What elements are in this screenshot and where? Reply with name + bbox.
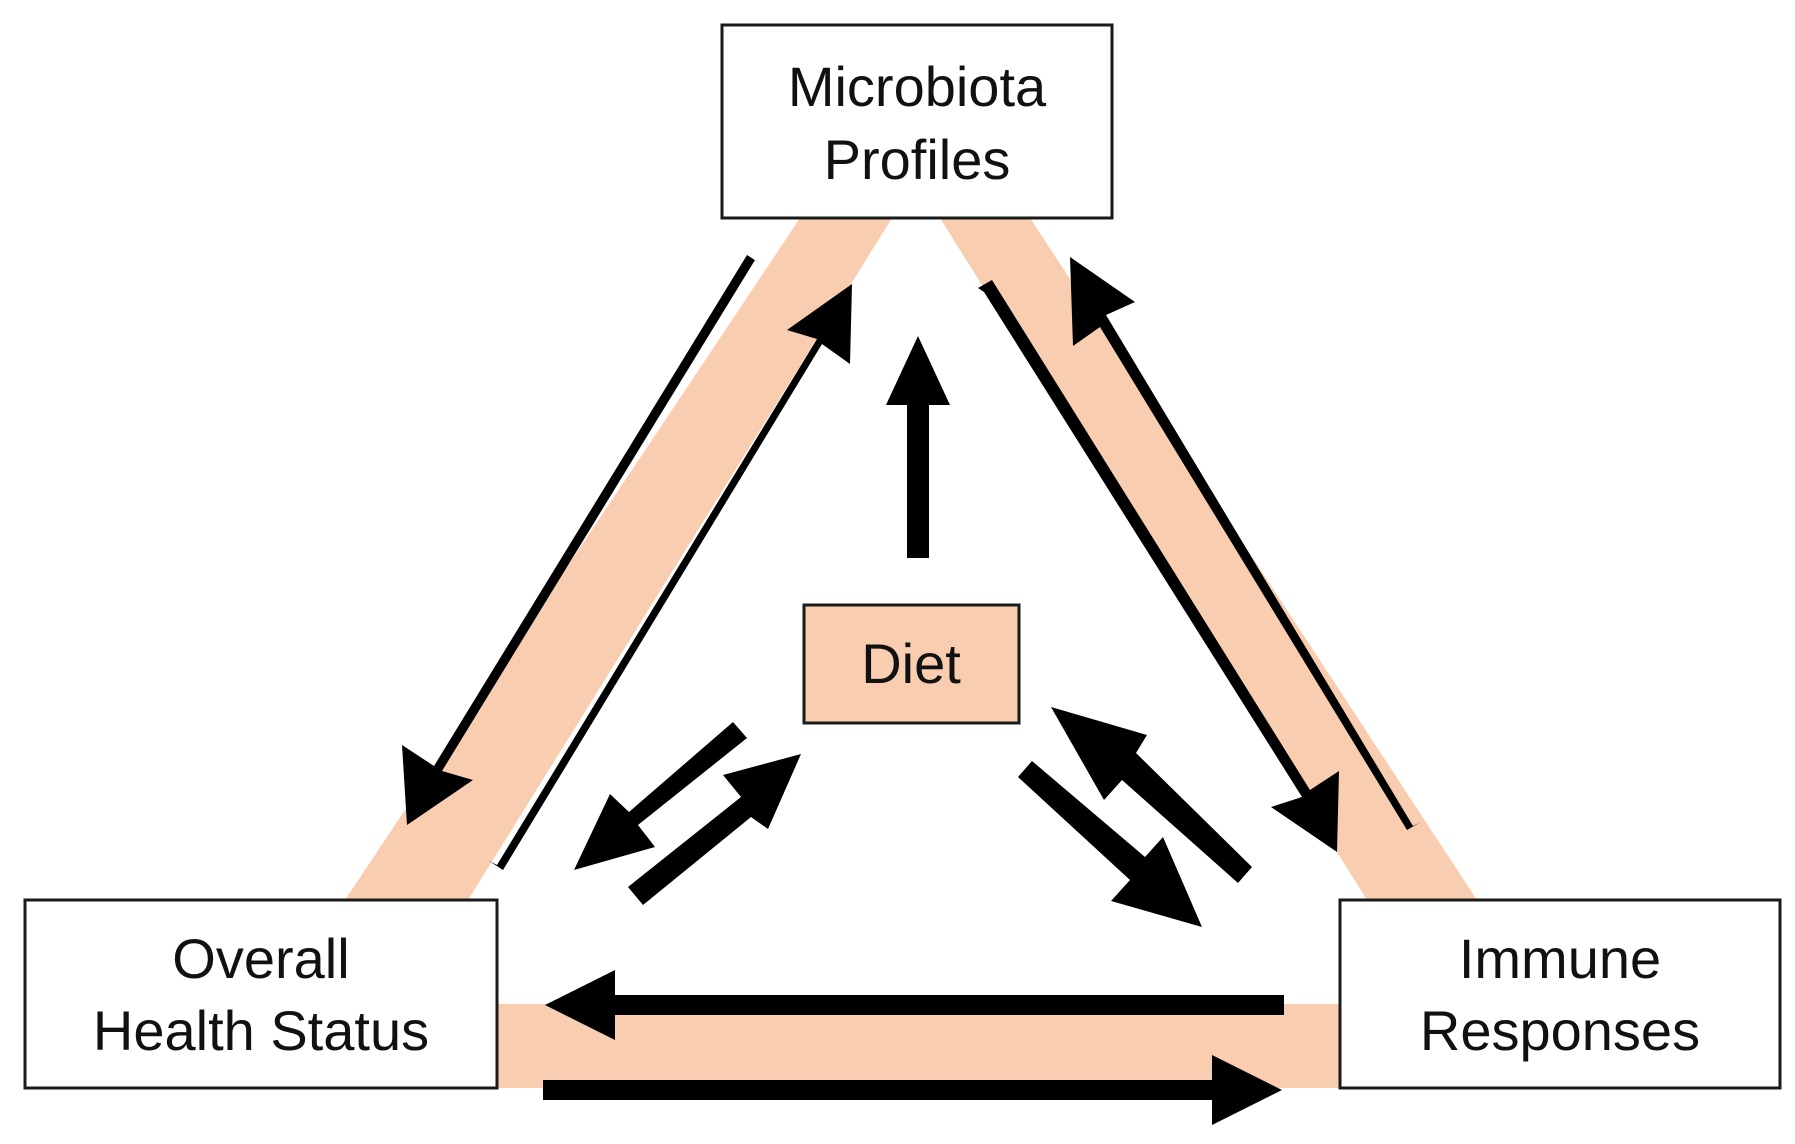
health-label-line2: Health Status [93, 999, 429, 1062]
arrow-health-to-microbiota [489, 284, 852, 870]
diet-arrows [574, 336, 1252, 927]
arrow-immune-to-diet [1051, 707, 1252, 883]
arrow-diet-to-immune [1018, 761, 1202, 927]
arrow-immune-to-microbiota [1070, 257, 1421, 830]
band-health-immune [496, 1004, 1342, 1088]
band-microbiota-immune [940, 218, 1477, 900]
immune-box [1338, 898, 1782, 1090]
band-microbiota-health [345, 218, 892, 900]
connector-bands [345, 218, 1477, 1088]
diet-box [802, 603, 1021, 725]
health-box [23, 898, 499, 1090]
arrow-microbiota-to-immune [978, 280, 1339, 852]
arrow-health-to-immune [543, 1055, 1282, 1125]
node-microbiota-profiles: Microbiota Profiles [720, 23, 1114, 220]
diet-label: Diet [861, 632, 961, 695]
microbiota-box [720, 23, 1114, 220]
arrow-diet-to-microbiota [886, 336, 950, 558]
microbiota-label-line1: Microbiota [788, 55, 1047, 118]
arrow-health-to-diet [628, 754, 801, 905]
edge-arrows [402, 255, 1421, 1125]
immune-label-line2: Responses [1420, 999, 1700, 1062]
arrow-immune-to-health [545, 970, 1284, 1040]
arrow-microbiota-to-health [402, 255, 761, 825]
arrow-diet-to-health [574, 722, 747, 870]
microbiota-label-line2: Profiles [824, 128, 1011, 191]
health-label-line1: Overall [172, 927, 349, 990]
node-overall-health-status: Overall Health Status [23, 898, 499, 1090]
node-immune-responses: Immune Responses [1338, 898, 1782, 1090]
immune-label-line1: Immune [1459, 927, 1661, 990]
node-diet: Diet [802, 603, 1021, 725]
